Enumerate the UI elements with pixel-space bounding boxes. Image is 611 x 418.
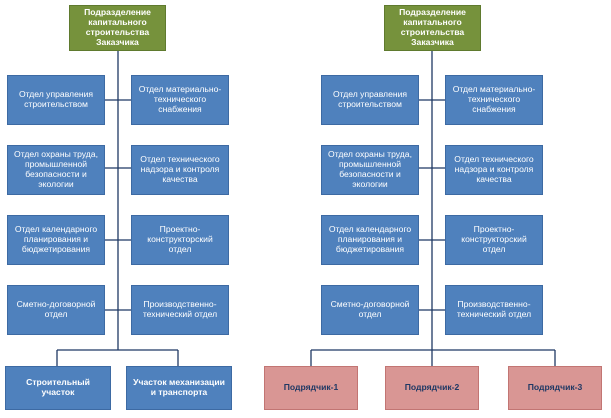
right-dept-design: Проектно-конструкторский отдел — [445, 215, 543, 265]
left-unit-mechanization-transport: Участок механизации и транспорта — [126, 366, 232, 410]
left-dept-safety-ecology: Отдел охраны труда, промышленной безопас… — [7, 145, 105, 195]
left-dept-technical-supervision: Отдел технического надзора и контроля ка… — [131, 145, 229, 195]
right-contractor-2: Подрядчик-2 — [385, 366, 479, 410]
left-dept-estimates-contracts: Сметно-договорной отдел — [7, 285, 105, 335]
left-dept-production-technical: Производственно-технический отдел — [131, 285, 229, 335]
left-dept-design: Проектно-конструкторский отдел — [131, 215, 229, 265]
left-dept-construction-management: Отдел управления строительством — [7, 75, 105, 125]
left-dept-material-supply: Отдел материально-технического снабжения — [131, 75, 229, 125]
right-dept-planning-budgeting: Отдел календарного планирования и бюджет… — [321, 215, 419, 265]
left-dept-planning-budgeting: Отдел календарного планирования и бюджет… — [7, 215, 105, 265]
right-dept-safety-ecology: Отдел охраны труда, промышленной безопас… — [321, 145, 419, 195]
right-dept-estimates-contracts: Сметно-договорной отдел — [321, 285, 419, 335]
left-root-node: Подразделение капитального строительства… — [69, 5, 166, 51]
right-dept-production-technical: Производственно-технический отдел — [445, 285, 543, 335]
left-unit-construction-site: Строительный участок — [5, 366, 111, 410]
right-contractor-3: Подрядчик-3 — [508, 366, 602, 410]
right-dept-construction-management: Отдел управления строительством — [321, 75, 419, 125]
right-root-node: Подразделение капитального строительства… — [384, 5, 481, 51]
right-dept-technical-supervision: Отдел технического надзора и контроля ка… — [445, 145, 543, 195]
right-dept-material-supply: Отдел материально-технического снабжения — [445, 75, 543, 125]
right-contractor-1: Подрядчик-1 — [264, 366, 358, 410]
